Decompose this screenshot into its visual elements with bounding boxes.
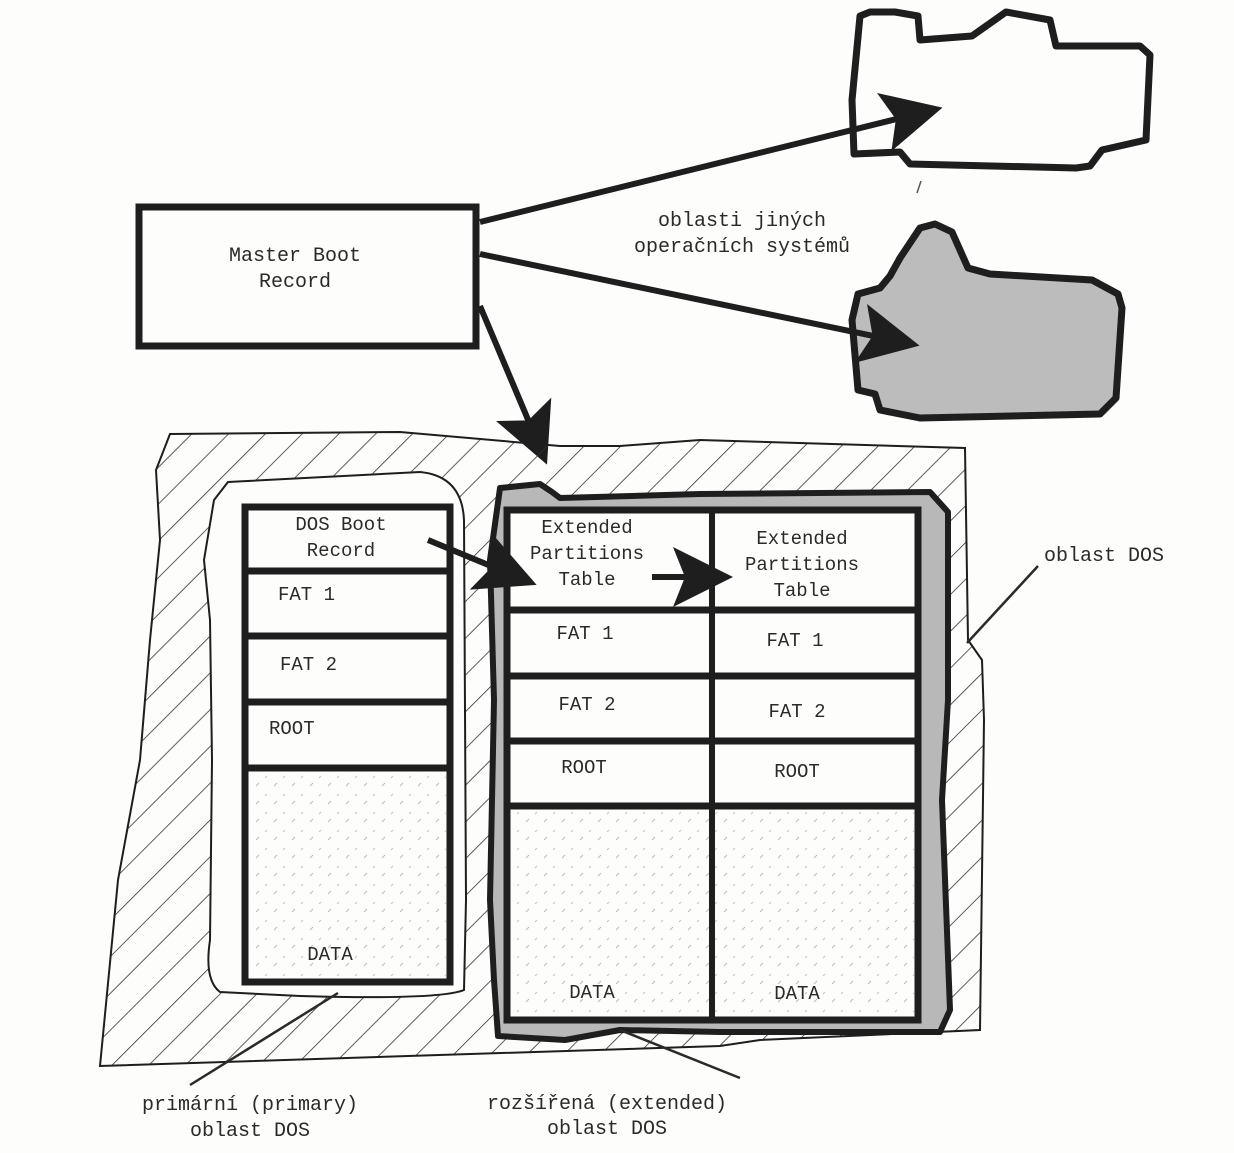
other-os-region-1: [848, 8, 1154, 172]
primary-data-fill: [249, 770, 446, 978]
master-boot-record-box: [135, 203, 480, 350]
ext1-ept-line2: Partitions: [530, 543, 644, 565]
arrow-mbr-to-other-os-1: [479, 92, 943, 225]
leader-primary: [189, 991, 339, 1087]
ext1-ept-line3: Table: [558, 569, 615, 591]
ext1-ept-line1: Extended: [541, 517, 632, 539]
primary-fat1-label: FAT 1: [278, 584, 335, 606]
ext1-data-label: DATA: [569, 982, 615, 1004]
dos-area-label: oblast DOS: [1044, 545, 1164, 568]
primary-boot-line1: DOS Boot: [295, 514, 386, 536]
tick-mark: [916, 180, 922, 194]
ext2-ept-line2: Partitions: [745, 554, 859, 576]
arrow-mbr-to-other-os-2: [479, 251, 920, 363]
ext2-fat2-label: FAT 2: [768, 701, 825, 723]
ext2-fat1-label: FAT 1: [766, 630, 823, 652]
arrow-boot-to-ept1: [426, 534, 537, 590]
primary-root-label: ROOT: [269, 718, 315, 740]
leader-dos-area: [966, 565, 1039, 644]
ext2-data-label: DATA: [774, 983, 820, 1005]
ext1-fat1-label: FAT 1: [556, 623, 613, 645]
other-os-label-line1: oblasti jiných: [658, 210, 826, 233]
ext2-ept-line3: Table: [773, 580, 830, 602]
arrow-mbr-to-dos-area: [477, 304, 552, 465]
ext1-root-label: ROOT: [561, 757, 607, 779]
other-os-label-line2: operačních systémů: [634, 236, 850, 259]
primary-fat2-label: FAT 2: [280, 654, 337, 676]
mbr-label-line1: Master Boot: [229, 245, 361, 268]
primary-caption-line1: primární (primary): [142, 1094, 358, 1117]
mbr-label-line2: Record: [259, 271, 331, 294]
ext2-root-label: ROOT: [774, 761, 820, 783]
primary-caption-line2: oblast DOS: [190, 1120, 310, 1143]
leader-extended: [619, 1028, 741, 1080]
ext1-fat2-label: FAT 2: [558, 694, 615, 716]
extended-caption-line2: oblast DOS: [547, 1118, 667, 1141]
extended-caption-line1: rozšířená (extended): [487, 1093, 727, 1116]
other-os-region-2: [848, 220, 1126, 422]
ext2-ept-line1: Extended: [756, 528, 847, 550]
primary-data-label: DATA: [307, 944, 353, 966]
primary-boot-line2: Record: [307, 540, 375, 562]
